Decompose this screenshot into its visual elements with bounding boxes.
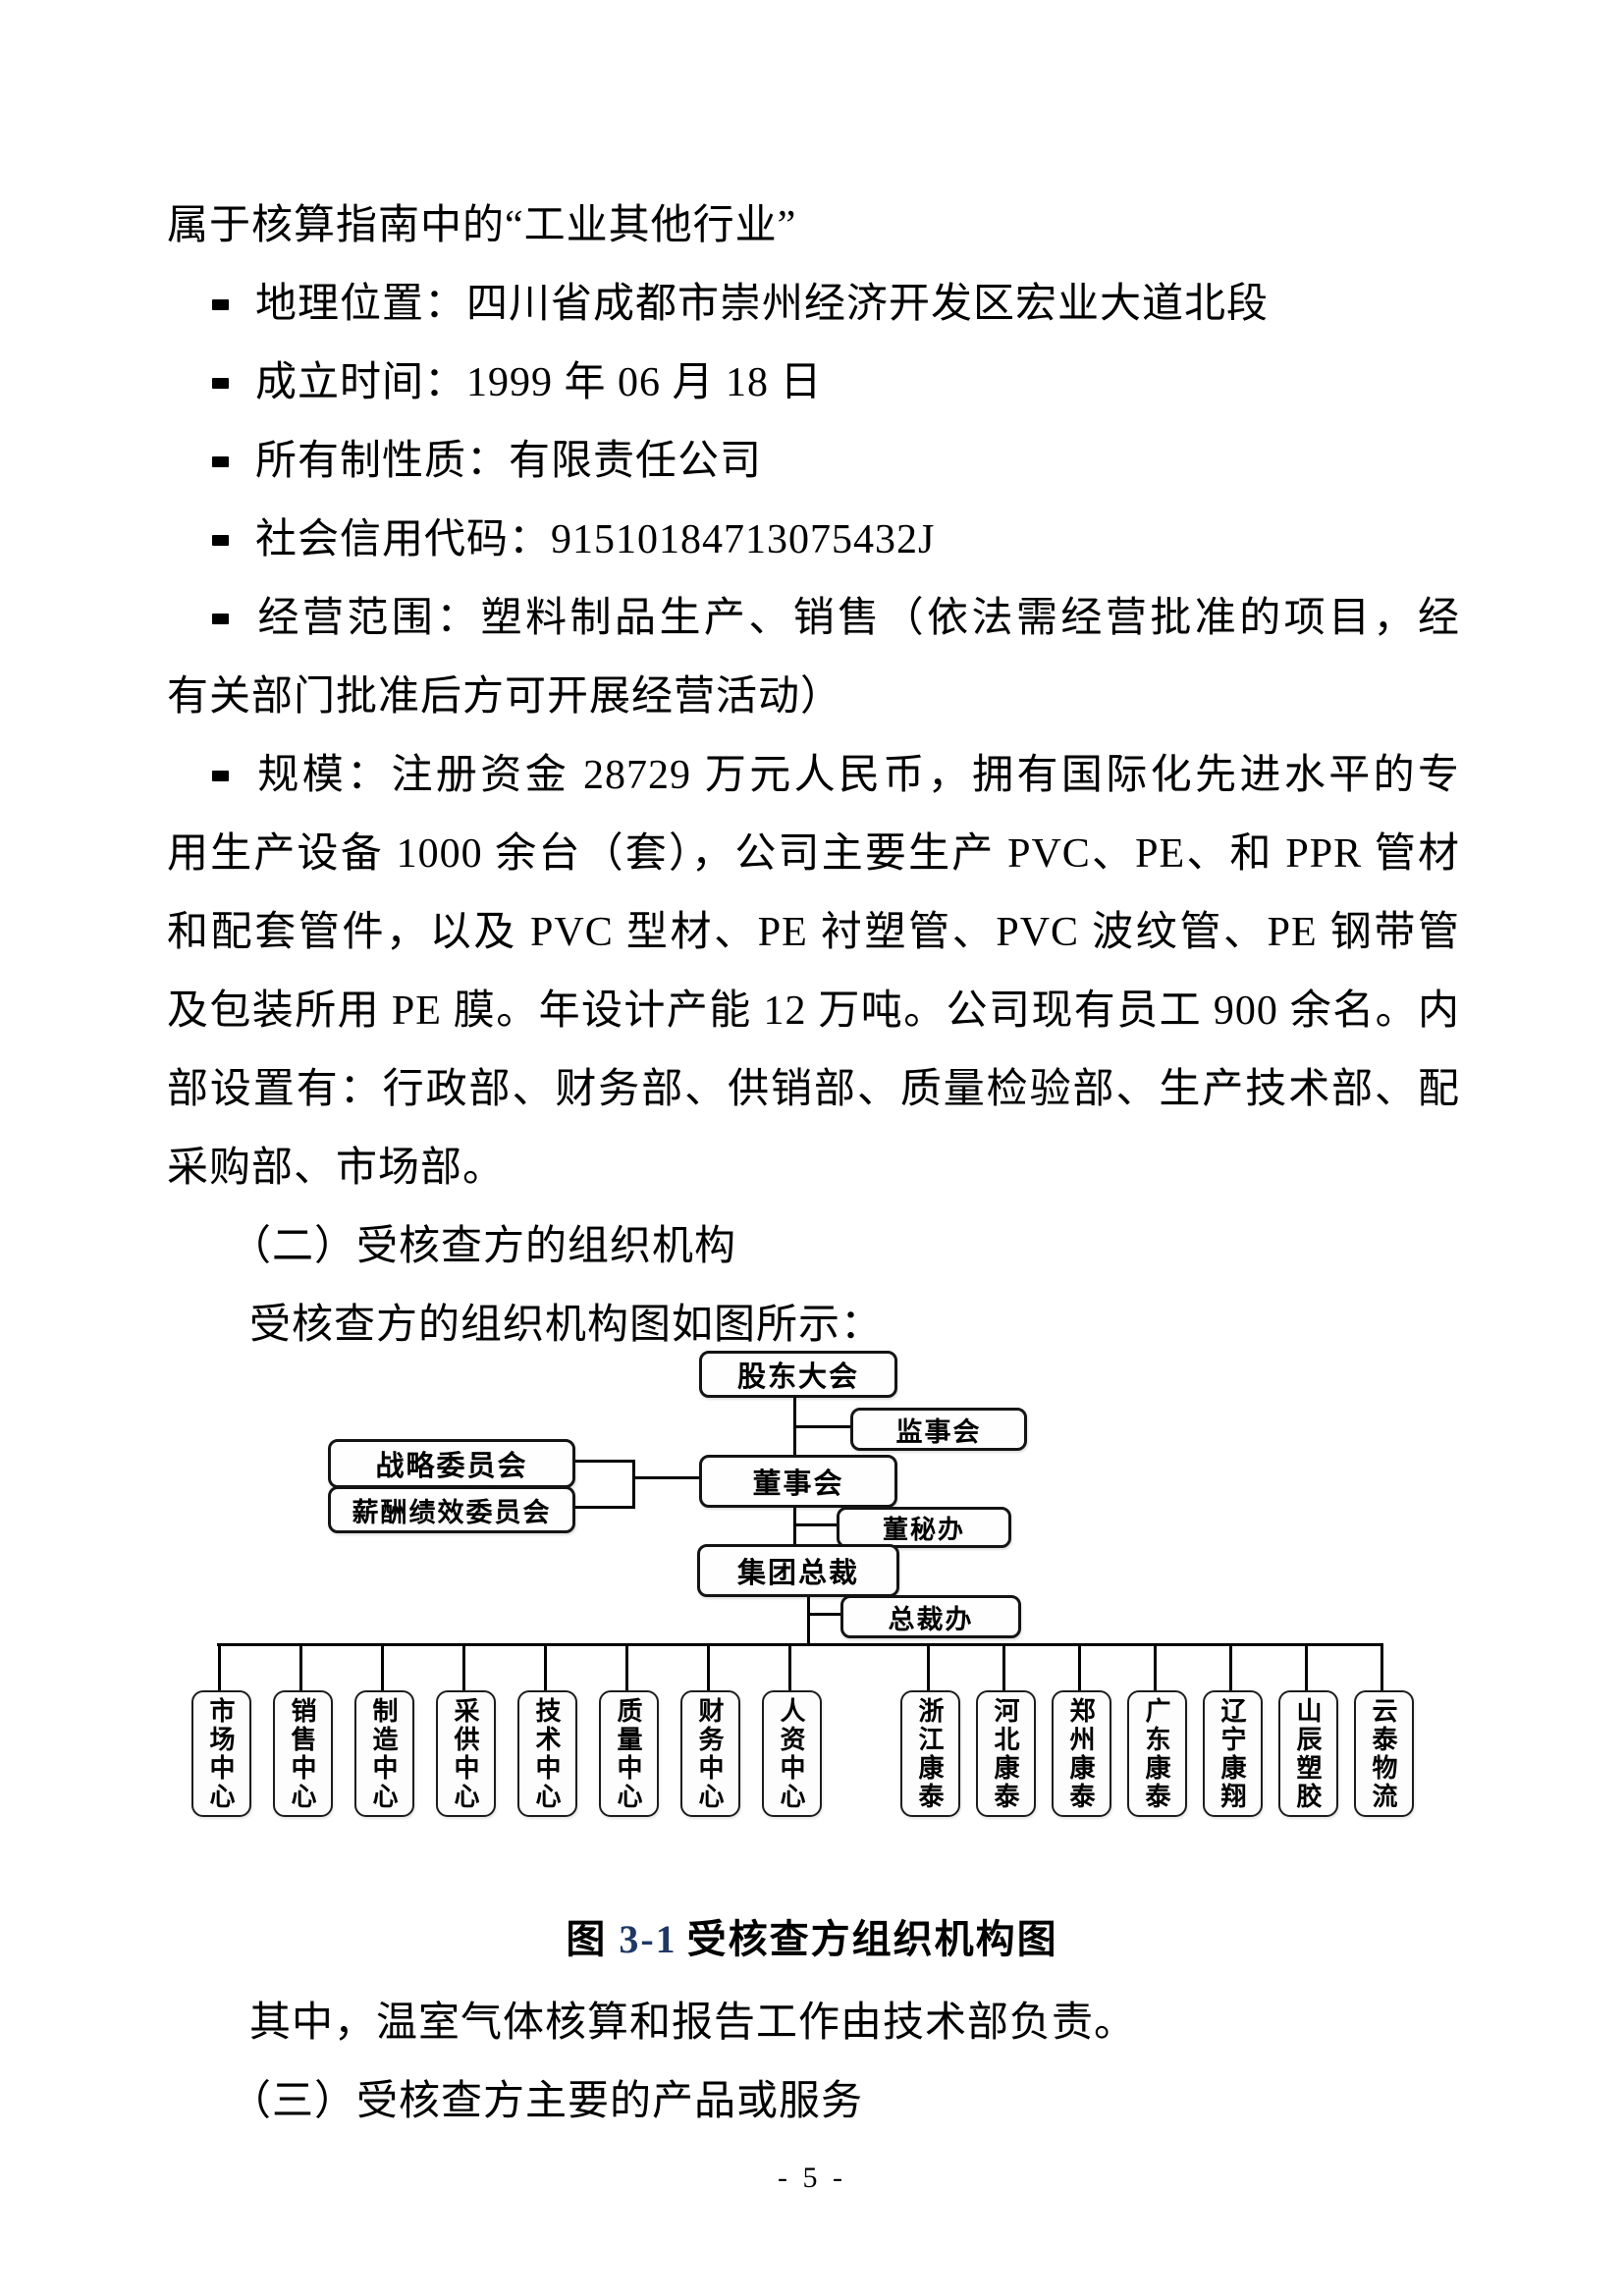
- org-node-strategy-committee: 战略委员会: [328, 1439, 575, 1488]
- org-node-shanchen-sujiao: 山辰塑胶: [1278, 1690, 1338, 1817]
- figure-caption-title: 受核查方组织机构图: [686, 1917, 1058, 1961]
- body-text-line: 及包装所用 PE 膜。年设计产能 12 万吨。公司现有员工 900 余名。内: [167, 988, 1460, 1034]
- org-node-technology-center: 技术中心: [517, 1690, 577, 1817]
- connector-drop-line: [1154, 1643, 1157, 1690]
- org-node-guangdong-kangtai: 广东康泰: [1127, 1690, 1187, 1817]
- org-node-finance-center: 财务中心: [680, 1690, 740, 1817]
- org-node-board-of-directors: 董事会: [699, 1455, 897, 1508]
- org-node-group-president: 集团总裁: [697, 1544, 899, 1597]
- org-node-quality-center: 质量中心: [599, 1690, 659, 1817]
- connector-line: [793, 1392, 796, 1455]
- connector-line: [794, 1425, 850, 1428]
- connector-line: [808, 1613, 840, 1616]
- square-bullet-icon: [212, 613, 229, 624]
- org-node-compensation-committee: 薪酬绩效委员会: [328, 1486, 575, 1533]
- connector-line: [807, 1591, 810, 1646]
- body-text-line: 经营范围：塑料制品生产、销售（依法需经营批准的项目，经: [212, 594, 1460, 644]
- body-text-line: 和配套管件，以及 PVC 型材、PE 衬塑管、PVC 波纹管、PE 钢带管: [167, 910, 1460, 955]
- org-node-board-secretary-office: 董秘办: [837, 1507, 1011, 1548]
- org-node-president-office: 总裁办: [840, 1595, 1021, 1638]
- body-text-line: 成立时间：1999 年 06 月 18 日: [212, 358, 1460, 408]
- org-node-marketing-center: 市场中心: [191, 1690, 251, 1817]
- square-bullet-icon: [212, 298, 229, 310]
- bullet-line-text: 经营范围：塑料制品生产、销售（依法需经营批准的项目，经: [255, 596, 1460, 641]
- org-node-hebei-kangtai: 河北康泰: [976, 1690, 1036, 1817]
- figure-caption-label: 图: [566, 1917, 608, 1961]
- bullet-line-text: 所有制性质：有限责任公司: [255, 439, 763, 484]
- body-text-line: 所有制性质：有限责任公司: [212, 437, 1460, 487]
- connector-line: [632, 1476, 699, 1479]
- connector-drop-line: [1002, 1643, 1005, 1690]
- connector-drop-line: [1380, 1643, 1383, 1690]
- body-text-line: 社会信用代码：91510184713075432J: [212, 515, 1460, 565]
- connector-line: [569, 1506, 634, 1509]
- section-heading: （三）受核查方主要的产品或服务: [230, 2079, 864, 2124]
- connector-line: [632, 1460, 635, 1509]
- connector-drop-line: [1078, 1643, 1081, 1690]
- connector-drop-line: [299, 1643, 302, 1690]
- body-text-line: 采购部、市场部。: [167, 1146, 506, 1191]
- org-node-yuntai-logistics: 云泰物流: [1354, 1690, 1414, 1817]
- org-node-manufacturing-center: 制造中心: [354, 1690, 414, 1817]
- square-bullet-icon: [212, 770, 229, 781]
- body-text-line: 部设置有：行政部、财务部、供销部、质量检验部、生产技术部、配: [167, 1067, 1460, 1112]
- org-node-zhengzhou-kangtai: 郑州康泰: [1052, 1690, 1111, 1817]
- section-heading: （二）受核查方的组织机构: [230, 1224, 737, 1269]
- body-text-line: 有关部门批准后方可开展经营活动）: [167, 674, 843, 720]
- connector-drop-line: [544, 1643, 547, 1690]
- connector-line: [569, 1460, 634, 1463]
- connector-drop-line: [625, 1643, 628, 1690]
- bullet-line-text: 社会信用代码：91510184713075432J: [255, 517, 936, 562]
- org-node-shareholders-meeting: 股东大会: [699, 1351, 897, 1398]
- bullet-line-text: 成立时间：1999 年 06 月 18 日: [255, 360, 823, 405]
- connector-drop-line: [1229, 1643, 1232, 1690]
- org-node-zhejiang-kangtai: 浙江康泰: [900, 1690, 960, 1817]
- body-text-line: 其中，温室气体核算和报告工作由技术部负责。: [249, 2001, 1137, 2046]
- connector-line: [793, 1502, 796, 1544]
- connector-line: [794, 1523, 837, 1526]
- org-node-hr-center: 人资中心: [762, 1690, 822, 1817]
- connector-drop-line: [381, 1643, 384, 1690]
- connector-drop-line: [1305, 1643, 1308, 1690]
- connector-drop-line: [218, 1643, 221, 1690]
- body-text-line: 用生产设备 1000 余台（套），公司主要生产 PVC、PE、和 PPR 管材: [167, 831, 1460, 877]
- org-node-procurement-center: 采供中心: [436, 1690, 496, 1817]
- connector-drop-line: [927, 1643, 930, 1690]
- bullet-line-text: 地理位置：四川省成都市崇州经济开发区宏业大道北段: [255, 282, 1270, 327]
- org-node-liaoning-kangxiang: 辽宁康翔: [1203, 1690, 1263, 1817]
- square-bullet-icon: [212, 455, 229, 467]
- connector-drop-line: [788, 1643, 791, 1690]
- body-text-line: 规模：注册资金 28729 万元人民币，拥有国际化先进水平的专: [212, 751, 1460, 801]
- page-number: - 5 -: [778, 2162, 846, 2194]
- body-text-line: 属于核算指南中的“工业其他行业”: [167, 203, 797, 248]
- square-bullet-icon: [212, 377, 229, 389]
- connector-bus-line: [217, 1643, 1383, 1646]
- connector-drop-line: [462, 1643, 465, 1690]
- org-node-sales-center: 销售中心: [273, 1690, 333, 1817]
- square-bullet-icon: [212, 534, 229, 546]
- bullet-line-text: 规模：注册资金 28729 万元人民币，拥有国际化先进水平的专: [255, 753, 1460, 798]
- connector-drop-line: [707, 1643, 710, 1690]
- body-text-line: 受核查方的组织机构图如图所示：: [249, 1303, 884, 1348]
- body-text-line: 地理位置：四川省成都市崇州经济开发区宏业大道北段: [212, 280, 1460, 330]
- figure-caption-number: 3-1: [619, 1917, 677, 1961]
- org-node-supervisory-board: 监事会: [850, 1408, 1027, 1451]
